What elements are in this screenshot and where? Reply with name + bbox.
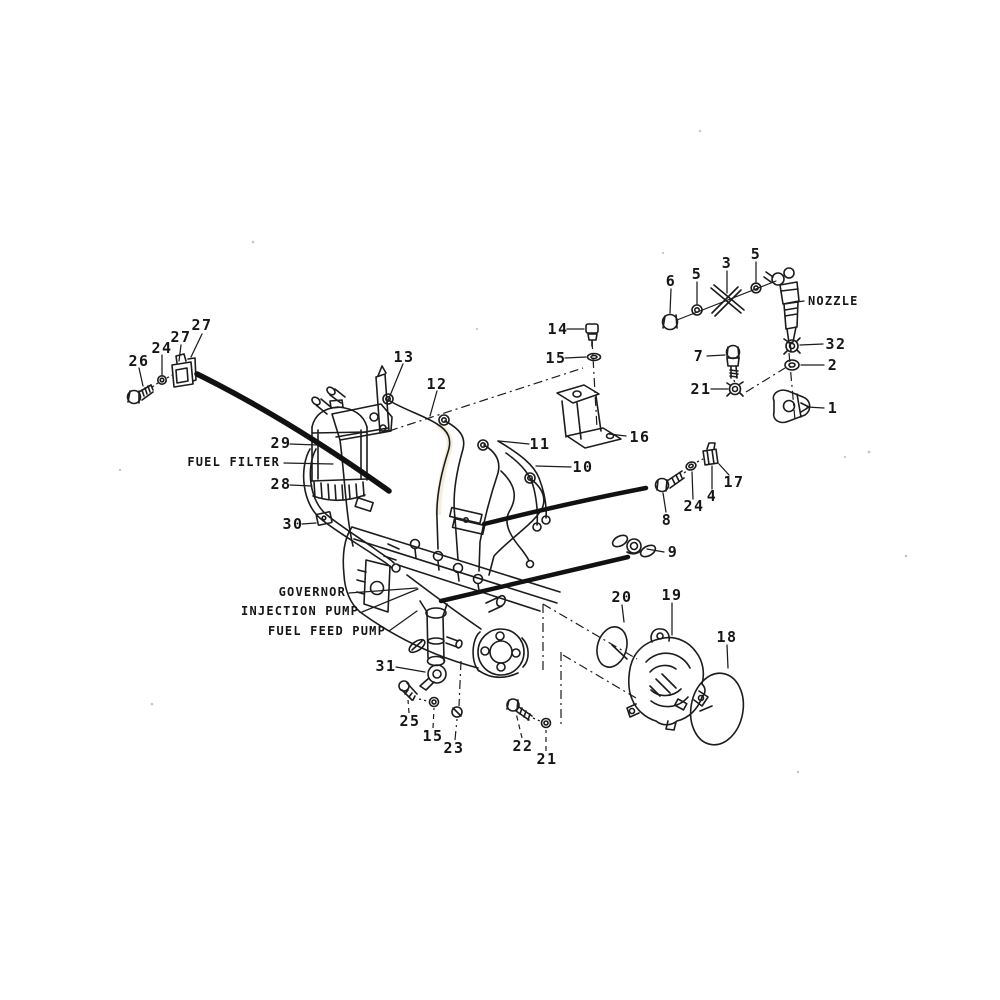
callout-23: 23	[443, 739, 464, 757]
callout-5-a: 5	[692, 265, 703, 283]
callout-28: 28	[270, 475, 291, 493]
alignment-lines	[388, 339, 796, 728]
part-24-washer-right	[685, 461, 697, 471]
callout-26: 26	[128, 352, 149, 370]
part-23-clip	[451, 706, 463, 718]
dotted-connectors	[151, 374, 736, 722]
word-labels: NOZZLE FUEL FILTER GOVERNOR INJECTION PU…	[187, 294, 859, 638]
part-18-gasket	[689, 672, 745, 746]
part-20-gasket	[596, 626, 628, 668]
callout-7: 7	[694, 347, 705, 365]
part-30-pipe-clamp	[315, 511, 333, 526]
part-19-side-cover	[626, 628, 709, 731]
part-32-washer	[783, 337, 801, 355]
part-16-bracket	[556, 384, 622, 449]
callout-10: 10	[572, 458, 593, 476]
callout-11: 11	[529, 435, 550, 453]
callout-24-right: 24	[683, 497, 704, 515]
callout-29: 29	[270, 434, 291, 452]
part-21-nut-top	[726, 381, 744, 397]
callout-12: 12	[426, 375, 447, 393]
part-15-washer-bottom	[428, 696, 440, 708]
callout-5-b: 5	[751, 245, 762, 263]
callout-25: 25	[399, 712, 420, 730]
callout-32: 32	[825, 335, 846, 353]
part-15-washer-top	[586, 352, 602, 362]
part-31-grommet	[419, 664, 447, 691]
callout-21-top: 21	[690, 380, 711, 398]
part-1-nozzle-holder	[772, 389, 811, 424]
callout-31: 31	[375, 657, 396, 675]
callout-27-b: 27	[191, 316, 212, 334]
injection-pipes	[354, 393, 545, 592]
callout-4: 4	[707, 487, 718, 505]
label-fuel-feed-pump: FUEL FEED PUMP	[268, 624, 386, 638]
callout-24-left: 24	[151, 339, 172, 357]
part-21-washer-bottom	[540, 717, 552, 729]
callout-18: 18	[716, 628, 737, 646]
fuel-filter-assembly	[302, 386, 395, 569]
callout-9: 9	[668, 543, 679, 561]
callout-27-a: 27	[170, 328, 191, 346]
callout-22: 22	[512, 737, 533, 755]
callout-13: 13	[393, 348, 414, 366]
callout-30: 30	[282, 515, 303, 533]
leader-lines	[138, 261, 825, 751]
part-2-washer	[784, 359, 800, 371]
callout-21-bottom: 21	[536, 750, 557, 768]
scan-speckles	[118, 129, 908, 774]
pointer-strokes	[194, 371, 649, 604]
nozzle-group	[661, 267, 800, 352]
callout-14: 14	[547, 320, 568, 338]
part-27-clamp	[171, 353, 197, 388]
part-7-bolt	[725, 344, 741, 379]
callout-17: 17	[723, 473, 744, 491]
callout-15-top: 15	[545, 349, 566, 367]
callout-16: 16	[629, 428, 650, 446]
part-13-bracket	[375, 365, 390, 434]
number-callouts: 26 24 27 27 29 28 30 13 12 14 15 16 11 1…	[128, 245, 846, 768]
part-24-washer-left	[157, 374, 168, 385]
part-26-bolt	[126, 384, 154, 405]
callout-19: 19	[661, 586, 682, 604]
leak-off-pipes	[497, 440, 551, 569]
callout-8: 8	[662, 511, 673, 529]
part-25-bolt	[398, 680, 418, 701]
fuel-feed-pump-body	[408, 600, 463, 667]
callout-15-bottom: 15	[422, 727, 443, 745]
callout-2: 2	[828, 356, 839, 374]
part-9-wing-nut	[611, 534, 657, 558]
callout-1: 1	[828, 399, 839, 417]
label-nozzle: NOZZLE	[808, 294, 859, 308]
label-governor: GOVERNOR	[279, 585, 346, 599]
callout-3: 3	[722, 254, 733, 272]
part-17-clamp	[702, 442, 719, 466]
label-fuel-filter: FUEL FILTER	[187, 455, 280, 469]
part-8-bolt	[654, 470, 685, 493]
label-injection-pump: INJECTION PUMP	[241, 604, 359, 618]
callout-20: 20	[611, 588, 632, 606]
callout-6: 6	[666, 272, 677, 290]
part-22-bolt	[506, 698, 533, 721]
mount-plate	[331, 403, 393, 547]
